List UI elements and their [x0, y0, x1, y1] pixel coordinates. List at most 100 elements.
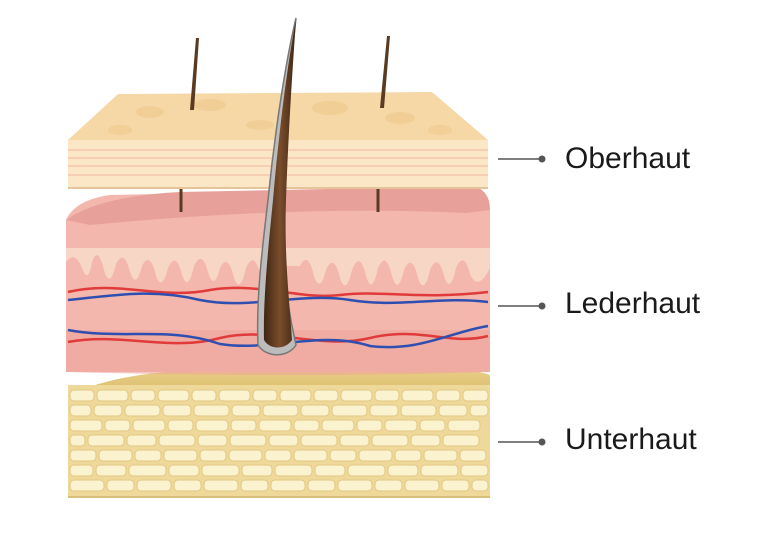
fat-cell: [241, 464, 273, 477]
fat-cell: [331, 404, 368, 417]
fat-cell: [167, 419, 194, 432]
fat-cell: [69, 464, 94, 477]
fat-cell: [293, 449, 328, 462]
fat-cell: [313, 389, 339, 402]
fat-cell: [374, 389, 400, 402]
fat-cell: [262, 404, 299, 417]
fat-cell: [438, 404, 468, 417]
label-epidermis: Oberhaut: [565, 142, 691, 175]
fat-cell: [307, 479, 336, 492]
fat-cell: [419, 419, 446, 432]
fat-cell: [228, 449, 263, 462]
papillary-ridges: [66, 248, 490, 286]
fat-cell: [279, 389, 312, 402]
fat-cell: [195, 419, 229, 432]
fat-cell: [264, 449, 292, 462]
fat-cell: [231, 404, 261, 417]
fat-cell: [339, 434, 370, 447]
fat-cell: [252, 389, 278, 402]
fat-cell: [356, 419, 383, 432]
fat-cell: [69, 389, 95, 402]
fat-cell: [300, 404, 330, 417]
connector-dot-dermis: [538, 302, 546, 310]
fat-cell: [136, 479, 172, 492]
fat-cell: [300, 434, 338, 447]
fat-cell: [199, 449, 227, 462]
label-connectors: [498, 155, 546, 446]
label-subcutis: Unterhaut: [565, 423, 697, 456]
fat-cell: [314, 464, 346, 477]
fat-cell: [471, 479, 489, 492]
fat-cell: [106, 479, 135, 492]
label-dermis: Lederhaut: [565, 287, 701, 320]
fat-cell: [69, 449, 97, 462]
fat-cell: [201, 464, 240, 477]
fat-cell: [358, 449, 393, 462]
fat-cell: [270, 479, 306, 492]
fat-cell: [128, 464, 167, 477]
fat-cell: [96, 389, 129, 402]
fat-cell: [69, 404, 92, 417]
connector-dot-epidermis: [538, 155, 546, 163]
fat-cell: [293, 419, 320, 432]
fat-cell: [93, 404, 123, 417]
fat-cell: [193, 404, 230, 417]
fat-cell: [258, 419, 292, 432]
fat-cell: [268, 434, 299, 447]
fat-cell: [435, 389, 461, 402]
fat-cell: [329, 449, 357, 462]
hair-small-left: [190, 38, 199, 110]
fat-cell: [163, 449, 198, 462]
fat-cell: [124, 404, 161, 417]
fat-cell: [442, 434, 480, 447]
subcutis-layer: [68, 368, 490, 498]
fat-cell: [240, 479, 269, 492]
fat-cell: [321, 419, 355, 432]
fat-cell: [469, 404, 489, 417]
fat-cell: [340, 389, 373, 402]
fat-cell: [104, 419, 131, 432]
fat-cell: [401, 389, 434, 402]
fat-cell: [459, 449, 487, 462]
fat-cell: [347, 464, 386, 477]
fat-cell: [462, 389, 489, 402]
fat-cell: [447, 419, 481, 432]
fat-cell: [460, 464, 489, 477]
fat-cell: [126, 434, 157, 447]
fat-cell: [87, 434, 125, 447]
fat-cell: [69, 419, 103, 432]
fat-cell: [98, 449, 133, 462]
fat-cell: [197, 434, 228, 447]
fat-cell: [218, 389, 251, 402]
fat-cell: [420, 464, 459, 477]
fat-cell: [203, 479, 239, 492]
fat-cell: [162, 404, 192, 417]
fat-cell: [394, 449, 422, 462]
fat-cell: [230, 419, 257, 432]
fat-cell: [374, 479, 403, 492]
hair-small-right: [380, 36, 390, 108]
fat-cell: [168, 464, 200, 477]
fat-cell: [95, 464, 127, 477]
fat-cell: [384, 419, 418, 432]
fat-cell: [441, 479, 470, 492]
fat-cell: [132, 419, 166, 432]
fat-cell: [157, 389, 190, 402]
fat-cell: [371, 434, 409, 447]
fat-cell: [69, 479, 105, 492]
fat-cell: [274, 464, 313, 477]
fat-cell: [173, 479, 202, 492]
fat-cells: [69, 389, 489, 492]
fat-cell: [337, 479, 373, 492]
connector-dot-subcutis: [538, 438, 546, 446]
fat-cell: [423, 449, 458, 462]
fat-cell: [69, 434, 86, 447]
fat-cell: [158, 434, 196, 447]
fat-cell: [400, 404, 437, 417]
fat-cell: [404, 479, 440, 492]
fat-cell: [369, 404, 399, 417]
fat-cell: [387, 464, 419, 477]
fat-cell: [229, 434, 267, 447]
